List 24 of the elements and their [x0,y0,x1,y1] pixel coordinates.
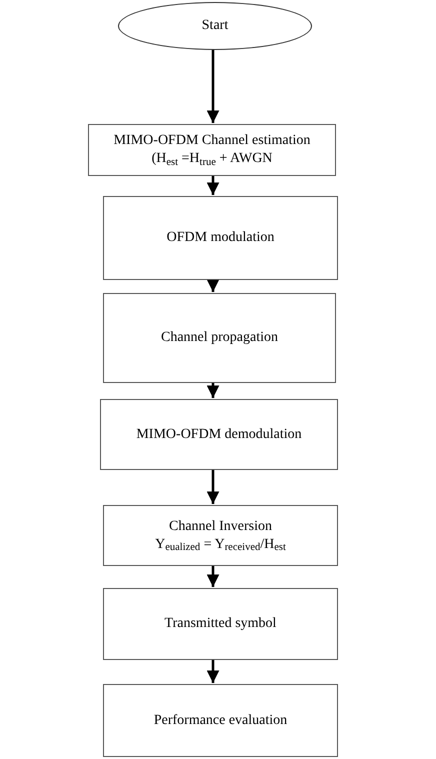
box-text: Transmitted symbol [164,615,276,633]
process-box [103,293,336,383]
box-text: Performance evaluation [154,712,288,730]
arrow [206,566,220,587]
box-text: MIMO-OFDM demodulation [136,426,302,444]
process-box [103,588,338,660]
arrow [206,176,220,195]
box-text: Start [202,17,228,35]
process-box [103,196,338,280]
arrow [206,383,220,398]
process-box [103,505,338,566]
arrow [206,470,220,504]
process-box [88,124,336,176]
box-text: Channel Inversion [168,518,272,536]
box-text: Channel propagation [160,329,278,347]
box-text: (H$_{est}$ =H$_{true}$ + AWGN [152,150,272,168]
box-text: OFDM modulation [166,229,274,247]
box-text: MIMO-OFDM Channel estimation [114,132,310,150]
arrow [206,50,220,123]
arrow [206,660,220,683]
process-box [103,684,338,757]
process-box [100,399,338,470]
arrow [206,280,220,292]
box-text: Y$_{eualized}$ = Y$_{received}$/H$_{est}$ [155,536,286,554]
